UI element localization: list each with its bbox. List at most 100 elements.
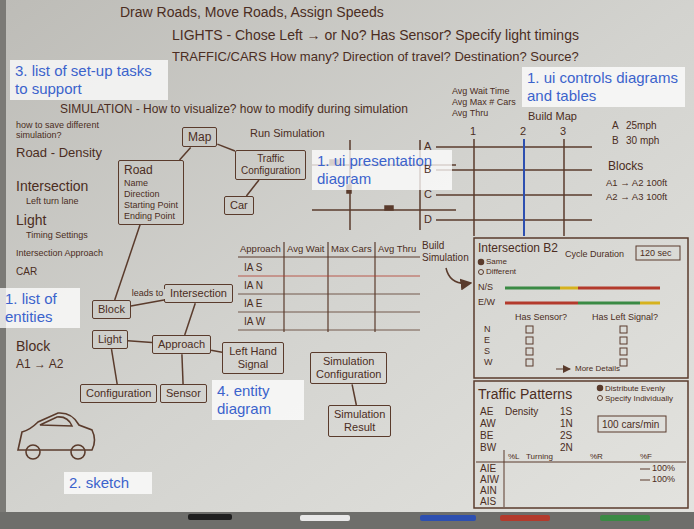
timing-bar bbox=[505, 302, 578, 305]
table-rule bbox=[476, 462, 686, 463]
annotation-callout: 2. sketch bbox=[64, 472, 152, 494]
car-wheel bbox=[26, 445, 40, 459]
connector bbox=[211, 350, 222, 352]
entity-box: Traffic Configuration bbox=[235, 150, 306, 180]
car-sketch bbox=[18, 413, 95, 459]
board-text: E bbox=[484, 335, 490, 345]
board-text: Run Simulation bbox=[250, 127, 325, 140]
node-text: Map bbox=[188, 130, 211, 144]
board-text: AW bbox=[480, 418, 496, 430]
table-rule bbox=[238, 256, 420, 257]
car-window bbox=[40, 417, 72, 426]
table-rule bbox=[374, 242, 375, 332]
road-line bbox=[473, 139, 475, 236]
entity-box: Light bbox=[92, 330, 128, 349]
traffic-panel bbox=[474, 381, 688, 508]
entity-box: Intersection bbox=[164, 284, 233, 303]
board-text: Intersection B2 bbox=[478, 242, 558, 256]
entity-box: Configuration bbox=[80, 384, 157, 403]
board-text: Specify Individually bbox=[605, 394, 673, 403]
board-text: Turning bbox=[526, 452, 553, 461]
board-text: Has Left Signal? bbox=[592, 312, 658, 322]
fill-line bbox=[640, 480, 650, 481]
intersection-panel bbox=[474, 238, 688, 378]
connector bbox=[128, 341, 152, 343]
board-text: SIMULATION - How to visualize? how to mo… bbox=[60, 103, 408, 117]
table-rule bbox=[283, 242, 284, 332]
board-text: Left turn lane bbox=[26, 196, 79, 206]
checkbox bbox=[620, 348, 627, 355]
board-text: Avg Max # Cars bbox=[452, 97, 516, 107]
board-text: CAR bbox=[16, 266, 37, 278]
board-text: AIS bbox=[480, 496, 496, 508]
board-text: Intersection bbox=[16, 178, 88, 194]
board-text: D bbox=[424, 213, 432, 226]
board-text: Build Map bbox=[528, 110, 577, 123]
board-text: Cycle Duration bbox=[565, 249, 624, 259]
radio-button bbox=[598, 396, 603, 401]
board-text: 1S bbox=[560, 406, 572, 418]
entity-box: Approach bbox=[152, 335, 211, 354]
node-text: Simulation Configuration bbox=[316, 355, 381, 381]
board-text: Approach bbox=[240, 244, 281, 255]
board-text: Intersection Approach bbox=[16, 248, 103, 258]
board-text: %R bbox=[590, 452, 603, 461]
entity-box: RoadNameDirectionStarting PointEnding Po… bbox=[118, 160, 184, 225]
table-rule bbox=[238, 312, 420, 313]
annotation-callout: 3. list of set-up tasks to support bbox=[10, 60, 168, 100]
selected-road bbox=[523, 139, 525, 236]
board-text: N/S bbox=[478, 282, 493, 292]
board-text: 30 mph bbox=[626, 135, 659, 147]
node-text: Road bbox=[124, 163, 178, 177]
fill-line bbox=[640, 469, 650, 470]
board-text: Timing Settings bbox=[26, 230, 88, 240]
connector bbox=[182, 354, 183, 384]
board-text: BW bbox=[480, 442, 496, 454]
table-rule bbox=[238, 294, 420, 295]
node-text: Left Hand Signal bbox=[228, 345, 278, 371]
board-text: 1N bbox=[560, 418, 573, 430]
checkbox bbox=[620, 359, 627, 366]
timing-bar bbox=[640, 302, 660, 305]
board-text: AE bbox=[480, 406, 493, 418]
board-text: S bbox=[484, 346, 490, 356]
connector bbox=[180, 147, 191, 160]
checkbox bbox=[526, 359, 533, 366]
board-text: More Details bbox=[575, 364, 620, 373]
board-text: A2 → A3 100ft bbox=[606, 192, 667, 203]
board-text: BE bbox=[480, 430, 493, 442]
table-rule bbox=[327, 242, 328, 332]
board-text: Build Simulation bbox=[422, 240, 472, 263]
board-text: Avg Thru bbox=[452, 108, 488, 118]
table-rule bbox=[504, 450, 505, 507]
annotation-callout: 4. entity diagram bbox=[212, 380, 304, 420]
marker bbox=[188, 514, 232, 520]
timing-bar bbox=[505, 287, 560, 290]
marker bbox=[600, 515, 650, 521]
marker bbox=[500, 515, 550, 521]
attribute-text: Name bbox=[124, 178, 178, 189]
node-text: Intersection bbox=[170, 287, 227, 300]
board-text: Avg Wait Time bbox=[452, 86, 510, 96]
board-text: %F bbox=[640, 452, 652, 461]
board-text: IA N bbox=[244, 280, 263, 292]
checkbox bbox=[526, 337, 533, 344]
board-text: A1 → A2 100ft bbox=[606, 178, 667, 189]
node-text: Car bbox=[230, 199, 248, 212]
node-text: 3. list of set-up tasks to support bbox=[15, 62, 163, 98]
board-text: E/W bbox=[478, 297, 495, 307]
board-text: 100% bbox=[652, 474, 675, 484]
annotation-callout: 1. ui controls diagrams and tables bbox=[522, 67, 685, 107]
board-text: Avg Wait bbox=[287, 244, 325, 255]
edge-label: leads to bbox=[130, 289, 166, 299]
board-text: Has Sensor? bbox=[515, 312, 567, 322]
ui-map-preview bbox=[312, 140, 456, 230]
board-text: Max Cars bbox=[331, 244, 372, 255]
radio-button bbox=[479, 260, 484, 265]
marker bbox=[300, 515, 350, 521]
board-text: LIGHTS - Chose Left → or No? Has Sensor?… bbox=[172, 27, 579, 43]
board-text: 2 bbox=[520, 125, 526, 138]
marker-tray bbox=[0, 512, 694, 529]
connector bbox=[111, 349, 117, 384]
entity-box: Car bbox=[224, 196, 254, 215]
